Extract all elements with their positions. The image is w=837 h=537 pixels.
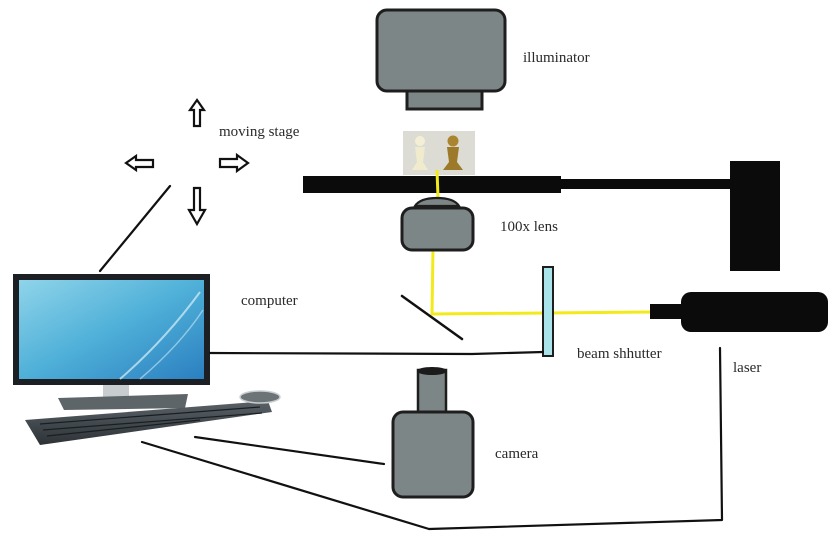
camera-label: camera [495, 446, 539, 462]
stage-support-block [730, 161, 780, 271]
arrow-down-icon [187, 186, 207, 227]
wire-computer-stage [98, 184, 172, 273]
wire-computer-laser [140, 346, 724, 531]
camera-body [391, 410, 475, 499]
lens-body [400, 206, 475, 252]
wire-computer-camera [193, 435, 386, 466]
stage-assembly [303, 161, 780, 271]
computer-label: computer [241, 293, 298, 309]
arrow-right-icon [218, 152, 250, 174]
white-pawn-icon [412, 136, 428, 170]
illuminator-body [375, 8, 507, 93]
brown-pawn-icon [443, 135, 463, 170]
stage-bar [303, 176, 561, 193]
lens-label: 100x lens [500, 219, 558, 235]
keyboard [25, 401, 272, 445]
laser [650, 292, 828, 332]
mouse [239, 390, 281, 404]
mirror [400, 294, 464, 341]
arrow-up-icon [187, 98, 207, 128]
monitor-base [58, 394, 188, 410]
desktop-computer [13, 274, 281, 445]
moving-stage-arrows [124, 98, 250, 227]
monitor-screen [19, 280, 204, 379]
camera [391, 367, 475, 499]
illuminator-label: illuminator [523, 50, 590, 66]
laser-nozzle [650, 304, 684, 319]
illuminator-nozzle [405, 89, 484, 111]
camera-tube [416, 368, 448, 416]
beam-shutter-label: beam shhutter [577, 346, 662, 362]
monitor-neck [103, 385, 129, 398]
beam-shutter [542, 266, 554, 357]
sample-pawns [403, 131, 475, 175]
laser-beam-path [430, 169, 656, 316]
arrow-left-icon [124, 153, 155, 173]
camera-tube-rim [417, 367, 447, 375]
connection-wires [98, 184, 724, 531]
stage-arm [560, 179, 732, 189]
moving-stage-label: moving stage [219, 124, 300, 140]
wire-computer-shutter [208, 350, 545, 356]
lens-cap [413, 196, 461, 208]
keyboard-keys [39, 406, 263, 437]
illuminator [375, 8, 507, 111]
laser-body [681, 292, 828, 332]
laser-label: laser [733, 360, 761, 376]
objective-lens [400, 196, 475, 252]
